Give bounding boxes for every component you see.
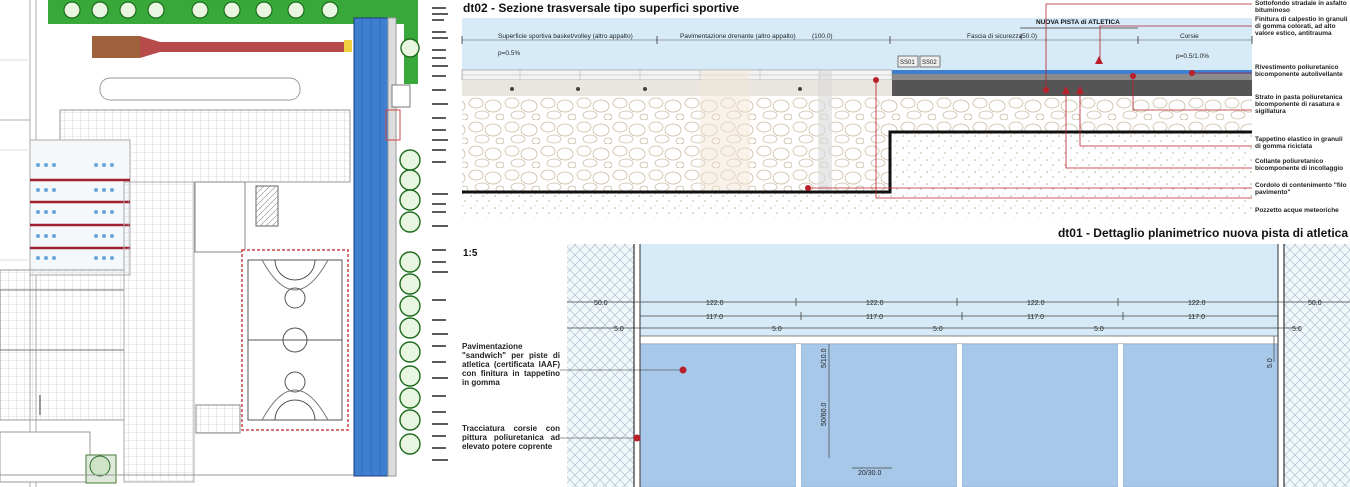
note-marking: Tracciatura corsie con pittura poliureta…	[462, 424, 560, 451]
dim-gap-1: 5.0	[614, 326, 624, 333]
dim-lane-3-inner: 117.0	[1027, 314, 1044, 321]
track-surface-layers	[892, 70, 1252, 74]
zone-basket-label: Superficie sportiva basket/volley (altro…	[498, 33, 633, 40]
dim-gap-3: 5.0	[933, 326, 943, 333]
zone-safety-dim: (50.0)	[1020, 33, 1037, 40]
lane-3	[961, 343, 1119, 487]
lane-1	[639, 343, 797, 487]
zone-paving-dim: (100.0)	[812, 33, 833, 40]
dt02-title: dt02 - Sezione trasversale tipo superfic…	[463, 1, 739, 15]
new-track-label: NUOVA PISTA di ATLETICA	[1036, 19, 1120, 26]
dim-v1: 5/10.0	[821, 348, 828, 368]
callout-dot-marking	[633, 434, 641, 442]
legend-item-coating: Rivestimento poliuretanico bicomponente …	[1255, 64, 1343, 78]
hatched-edge-left	[567, 244, 634, 487]
dt01-title: dt01 - Dettaglio planimetrico nuova pist…	[1058, 226, 1348, 240]
legend-item-adhesive: Collante poliuretanico bicomponente di i…	[1255, 158, 1344, 172]
legend-item-sealing: Strato in pasta poliuretanica bicomponen…	[1255, 94, 1343, 115]
dim-v2: 50/60.0	[821, 403, 828, 426]
legend-item-mat: Tappetino elastico in granuli di gomma r…	[1255, 136, 1343, 150]
lane-fields	[639, 343, 1279, 487]
hatched-edge-right	[1284, 244, 1350, 487]
dim-lane-1-outer: 122.0	[706, 300, 724, 307]
zone-paving-label: Pavimentazione drenante (altro appalto)	[680, 33, 796, 40]
dim-bottom: 20/30.0	[858, 470, 881, 477]
legend-item-subbase: Sottofondo stradale in asfalto bituminos…	[1255, 0, 1347, 14]
zone-lanes-label: Corsie	[1180, 33, 1199, 40]
section-sky-band	[462, 18, 1252, 72]
dim-lane-3-outer: 122.0	[1027, 300, 1045, 307]
marker-ss01: SS01	[900, 60, 915, 66]
slope-left-label: p=0.5%	[498, 50, 520, 57]
dim-gap-right-vertical: 5.0	[1267, 358, 1274, 368]
long-jump-runway	[92, 36, 345, 58]
dim-side-right: 50.0	[1308, 300, 1322, 307]
dim-gap-2: 5.0	[772, 326, 782, 333]
lane-2	[800, 343, 958, 487]
dim-lane-4-outer: 122.0	[1188, 300, 1206, 307]
tree-row-vertical	[399, 38, 421, 455]
dt01-scale: 1:5	[463, 248, 478, 259]
dim-lane-4-inner: 117.0	[1188, 314, 1205, 321]
basketball-court	[241, 249, 349, 431]
slope-right-label: p=0.5/1.0%	[1176, 53, 1209, 60]
dim-lane-2-inner: 117.0	[866, 314, 883, 321]
zone-safety-label: Fascia di sicurezza	[967, 33, 1023, 40]
dim-side-left: 50.0	[594, 300, 608, 307]
plan-annotations	[432, 7, 448, 461]
section-legend: Sottofondo stradale in asfalto bituminos…	[1255, 0, 1348, 214]
site-plan	[0, 0, 460, 487]
legend-item-curb: Cordolo di contenimento "filo pavimento"	[1255, 182, 1347, 196]
section-dt02: dt02 - Sezione trasversale tipo superfic…	[461, 0, 1348, 218]
tree-row-top	[63, 1, 339, 19]
dim-lane-2-outer: 122.0	[866, 300, 884, 307]
detail-dt01: dt01 - Dettaglio planimetrico nuova pist…	[462, 226, 1350, 487]
lane-4	[1122, 343, 1279, 487]
note-paving: Pavimentazione "sandwich" per piste di a…	[462, 342, 560, 387]
callout-dot-paving	[679, 366, 687, 374]
legend-item-drain: Pozzetto acque meteoriche	[1255, 207, 1339, 214]
dim-gap-5: 5.0	[1292, 326, 1302, 333]
dim-gap-4: 5.0	[1094, 326, 1104, 333]
marker-ss02: SS02	[922, 60, 937, 66]
dim-lane-1-inner: 117.0	[706, 314, 723, 321]
legend-item-finish: Finitura di calpestio in granuli di gomm…	[1255, 16, 1348, 37]
